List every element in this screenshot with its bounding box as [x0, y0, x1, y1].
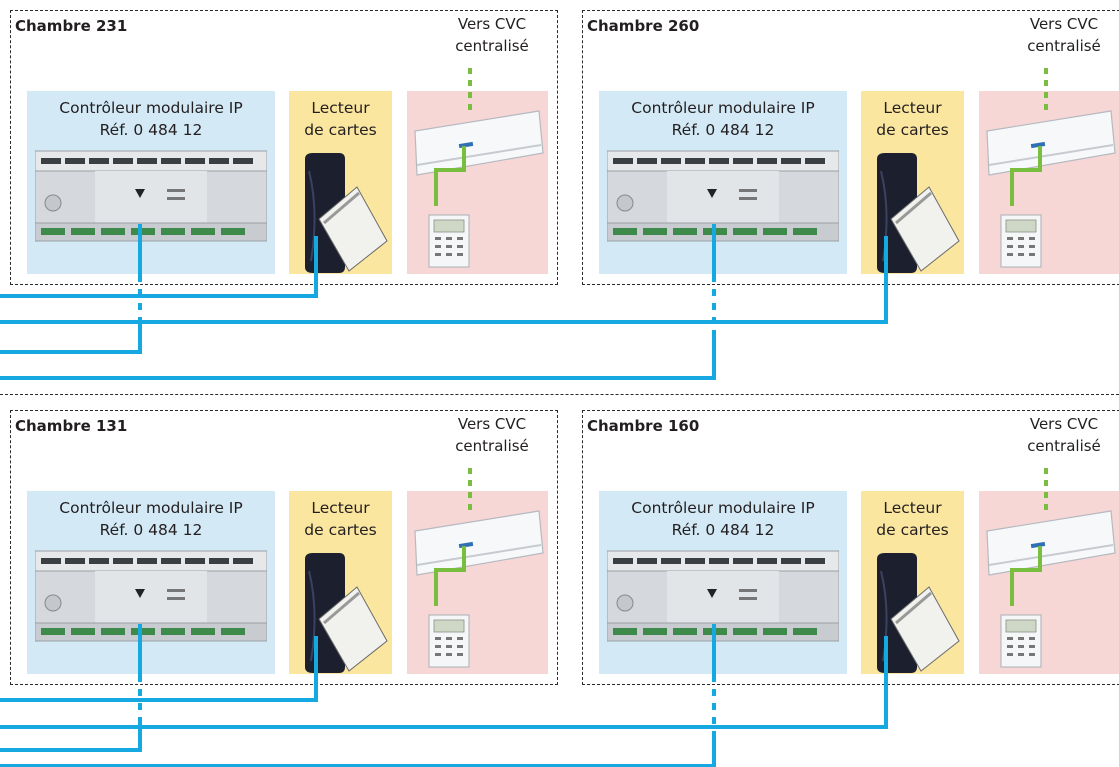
- hvac-panel: [407, 491, 548, 674]
- hvac-destination-label: Vers CVC centralisé: [432, 413, 552, 457]
- card-reader-label: Lecteur de cartes: [861, 497, 964, 541]
- card-reader-name: Lecteur: [311, 99, 370, 117]
- room-title: Chambre 260: [587, 17, 700, 35]
- thermostat-icon: [1000, 614, 1042, 668]
- hvac-panel: [979, 91, 1119, 274]
- split-air-conditioner-icon: [986, 110, 1116, 268]
- vers-cvc-text: Vers CVC: [457, 15, 527, 33]
- card-reader-label: Lecteur de cartes: [289, 497, 392, 541]
- din-rail-controller-icon: [35, 550, 267, 642]
- split-air-conditioner-icon: [414, 510, 544, 668]
- split-air-conditioner-icon: [414, 110, 544, 268]
- controller-ref: Réf. 0 484 12: [671, 121, 775, 139]
- controller-ref: Réf. 0 484 12: [99, 121, 203, 139]
- card-reader-name: Lecteur: [883, 499, 942, 517]
- card-reader-name: Lecteur: [311, 499, 370, 517]
- card-reader-name-2: de cartes: [304, 121, 377, 139]
- card-reader-icon: [877, 153, 960, 273]
- controller-label: Contrôleur modulaire IP Réf. 0 484 12: [599, 97, 847, 141]
- controller-name: Contrôleur modulaire IP: [59, 99, 243, 117]
- din-rail-controller-icon: [35, 150, 267, 242]
- din-rail-controller-icon: [607, 150, 839, 242]
- thermostat-icon: [1000, 214, 1042, 268]
- room-260: Chambre 260 Vers CVC centralisé Contrôle…: [582, 10, 1119, 285]
- controller-panel: Contrôleur modulaire IP Réf. 0 484 12: [27, 91, 275, 274]
- card-reader-panel: Lecteur de cartes: [289, 91, 392, 274]
- room-title: Chambre 231: [15, 17, 128, 35]
- room-160: Chambre 160 Vers CVC centralisé Contrôle…: [582, 410, 1119, 685]
- card-reader-label: Lecteur de cartes: [861, 97, 964, 141]
- controller-ref: Réf. 0 484 12: [99, 521, 203, 539]
- room-131: Chambre 131 Vers CVC centralisé Contrôle…: [10, 410, 558, 685]
- controller-label: Contrôleur modulaire IP Réf. 0 484 12: [27, 97, 275, 141]
- floor-separator: [0, 394, 1119, 395]
- vers-cvc-text: Vers CVC: [457, 415, 527, 433]
- card-reader-icon: [305, 153, 388, 273]
- card-reader-label: Lecteur de cartes: [289, 97, 392, 141]
- card-reader-name-2: de cartes: [304, 521, 377, 539]
- controller-ref: Réf. 0 484 12: [671, 521, 775, 539]
- centralise-text: centralisé: [1027, 37, 1101, 55]
- controller-name: Contrôleur modulaire IP: [631, 499, 815, 517]
- hvac-panel: [407, 91, 548, 274]
- hvac-panel: [979, 491, 1119, 674]
- card-reader-name-2: de cartes: [876, 121, 949, 139]
- thermostat-icon: [428, 614, 470, 668]
- hvac-destination-label: Vers CVC centralisé: [432, 13, 552, 57]
- centralise-text: centralisé: [1027, 437, 1101, 455]
- thermostat-icon: [428, 214, 470, 268]
- hvac-destination-label: Vers CVC centralisé: [1004, 13, 1119, 57]
- controller-label: Contrôleur modulaire IP Réf. 0 484 12: [27, 497, 275, 541]
- vers-cvc-text: Vers CVC: [1029, 15, 1099, 33]
- card-reader-panel: Lecteur de cartes: [289, 491, 392, 674]
- din-rail-controller-icon: [607, 550, 839, 642]
- card-reader-name-2: de cartes: [876, 521, 949, 539]
- controller-panel: Contrôleur modulaire IP Réf. 0 484 12: [27, 491, 275, 674]
- controller-name: Contrôleur modulaire IP: [631, 99, 815, 117]
- controller-name: Contrôleur modulaire IP: [59, 499, 243, 517]
- card-reader-icon: [877, 553, 960, 673]
- hvac-destination-label: Vers CVC centralisé: [1004, 413, 1119, 457]
- card-reader-name: Lecteur: [883, 99, 942, 117]
- centralise-text: centralisé: [455, 437, 529, 455]
- controller-panel: Contrôleur modulaire IP Réf. 0 484 12: [599, 491, 847, 674]
- controller-panel: Contrôleur modulaire IP Réf. 0 484 12: [599, 91, 847, 274]
- room-231: Chambre 231 Vers CVC centralisé Contrôle…: [10, 10, 558, 285]
- split-air-conditioner-icon: [986, 510, 1116, 668]
- card-reader-icon: [305, 553, 388, 673]
- room-title: Chambre 131: [15, 417, 128, 435]
- card-reader-panel: Lecteur de cartes: [861, 91, 964, 274]
- card-reader-panel: Lecteur de cartes: [861, 491, 964, 674]
- room-title: Chambre 160: [587, 417, 700, 435]
- controller-label: Contrôleur modulaire IP Réf. 0 484 12: [599, 497, 847, 541]
- vers-cvc-text: Vers CVC: [1029, 415, 1099, 433]
- centralise-text: centralisé: [455, 37, 529, 55]
